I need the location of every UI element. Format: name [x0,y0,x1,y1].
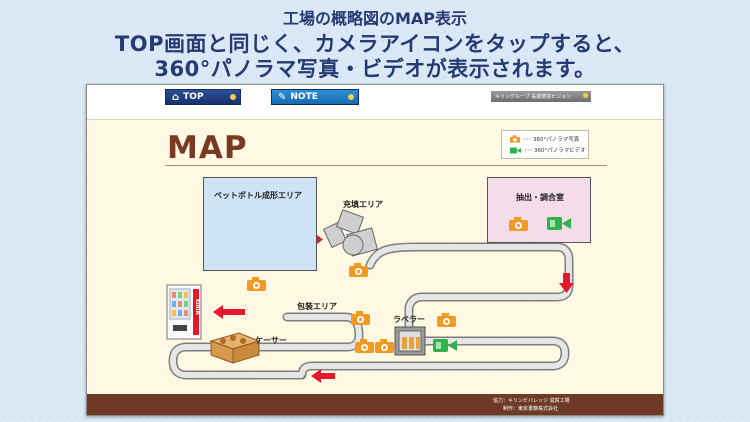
pet-area-label: ペットボトル成形エリア [214,191,302,200]
footer-cooperation: 協力：キリンビバレッジ 滋賀工場 [493,398,570,404]
title-divider [165,165,607,166]
top-button[interactable]: ⌂ TOP [165,89,241,105]
packaging-area-label: 包装エリア [297,302,337,311]
legend-photo-row: ･･･ 360°パノラマ写真 [510,135,579,143]
header-line-1: 工場の概略図のMAP表示 [282,9,468,28]
caser-label: ケーサー [255,336,287,345]
edit-icon: ✎ [278,91,287,103]
camera-icon[interactable] [349,263,368,277]
vision-link-button[interactable]: キリングループ 長期環境ビジョン [491,91,591,102]
camera-icon[interactable] [437,313,456,327]
legend-video-row: ･･･ 360°パノラマビデオ [510,146,586,154]
legend-photo-label: ･･･ 360°パノラマ写真 [523,137,580,143]
header-line-3: 360°パノラマ写真・ビデオが表示されます。 [154,57,596,81]
video-icon[interactable] [433,339,457,352]
note-button[interactable]: ✎ NOTE [271,89,359,105]
factory-map [166,177,574,383]
flow-arrow [213,305,245,319]
pet-bottle-area: ペットボトル成形エリア [203,177,317,271]
footer-production: 制作：東京書籍株式会社 [503,406,559,412]
camera-icon[interactable] [509,217,528,231]
home-icon: ⌂ [172,91,180,103]
camera-icon[interactable] [355,339,374,353]
app-frame: ⌂ TOP ✎ NOTE キリングループ 長期環境ビジョン MAP ･･･ 36… [86,84,664,416]
arrow-dot-icon [348,94,354,100]
flow-arrow [559,273,574,293]
footer-bar: 協力：キリンビバレッジ 滋賀工場 制作：東京書籍株式会社 [87,394,663,415]
header-line-2: TOP画面と同じく、カメラアイコンをタップすると、 [114,32,636,56]
camera-icon[interactable] [375,339,394,353]
vision-link-label: キリングループ 長期環境ビジョン [495,94,572,100]
camera-icon [510,135,520,143]
vending-machine [166,284,202,340]
legend: ･･･ 360°パノラマ写真 ･･･ 360°パノラマビデオ [501,130,589,159]
legend-video-label: ･･･ 360°パノラマビデオ [524,148,586,154]
camera-icon[interactable] [247,277,266,291]
map-title: MAP [167,130,248,166]
camera-icon[interactable] [351,311,370,325]
filling-machine [322,209,379,257]
labeler-label: ラベラー [393,315,425,324]
extract-room: 抽出・調合室 [487,177,591,243]
top-button-label: TOP [183,92,204,102]
filling-area-label: 充填エリア [343,200,383,209]
video-icon[interactable] [547,217,571,230]
labeler-machine [394,326,426,356]
top-bar: ⌂ TOP ✎ NOTE キリングループ 長期環境ビジョン [87,85,663,120]
arrow-dot-icon [583,93,588,98]
vending-brand-text: KIRIN [194,299,200,315]
cardboard-box [209,332,261,364]
extract-room-label: 抽出・調合室 [516,193,564,202]
video-icon [510,147,521,153]
flow-arrow [311,369,335,383]
arrow-dot-icon [230,94,236,100]
note-button-label: NOTE [290,92,318,102]
